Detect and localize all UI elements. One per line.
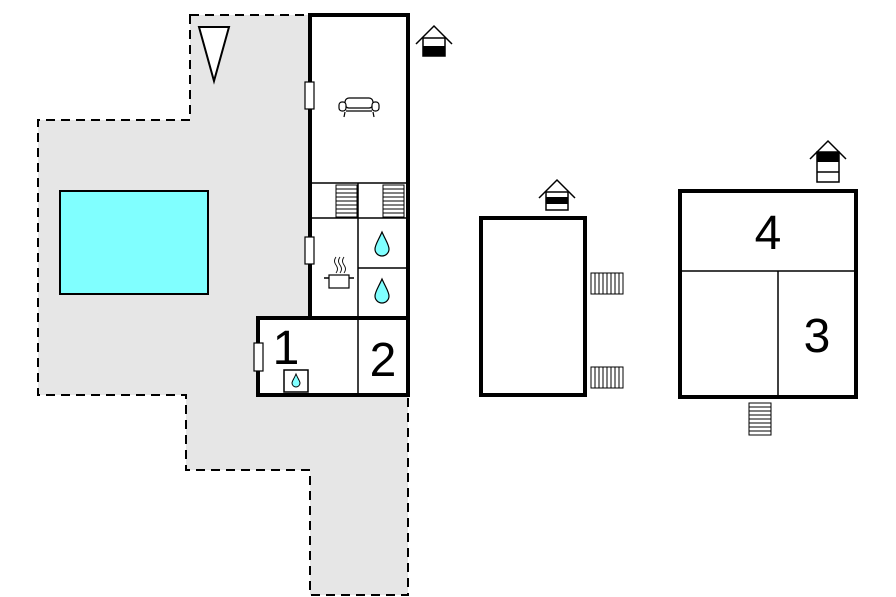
water-drop-icon [374, 277, 390, 304]
floor-level-house-icon [809, 139, 847, 183]
water-drop-icon [374, 230, 390, 257]
sofa-icon [338, 97, 380, 118]
stairs-icon [748, 402, 772, 436]
stairs-icon [590, 366, 624, 389]
floor-level-house-icon [415, 24, 453, 57]
water-drop-icon [291, 372, 301, 388]
north-arrow-icon [197, 26, 231, 85]
room-label-2: 2 [370, 334, 397, 387]
middle-floor [479, 216, 624, 397]
upper-floor: 4 3 [678, 189, 858, 436]
stairs-icon [590, 272, 624, 295]
stairs-icon [335, 184, 358, 218]
door-icon [253, 342, 264, 372]
room-label-4: 4 [755, 207, 782, 260]
room-label-3: 3 [804, 310, 831, 363]
floor-level-house-icon [538, 178, 576, 211]
ground-floor: 1 2 [253, 13, 410, 397]
swimming-pool [59, 190, 209, 295]
door-icon [304, 236, 315, 265]
stairs-icon [382, 184, 405, 218]
outer-walls [256, 13, 410, 397]
door-icon [304, 81, 315, 110]
upper-floor-walls [678, 189, 858, 399]
middle-floor-walls [479, 216, 587, 397]
cooking-pot-icon [324, 256, 354, 289]
room-label-1: 1 [273, 322, 300, 375]
